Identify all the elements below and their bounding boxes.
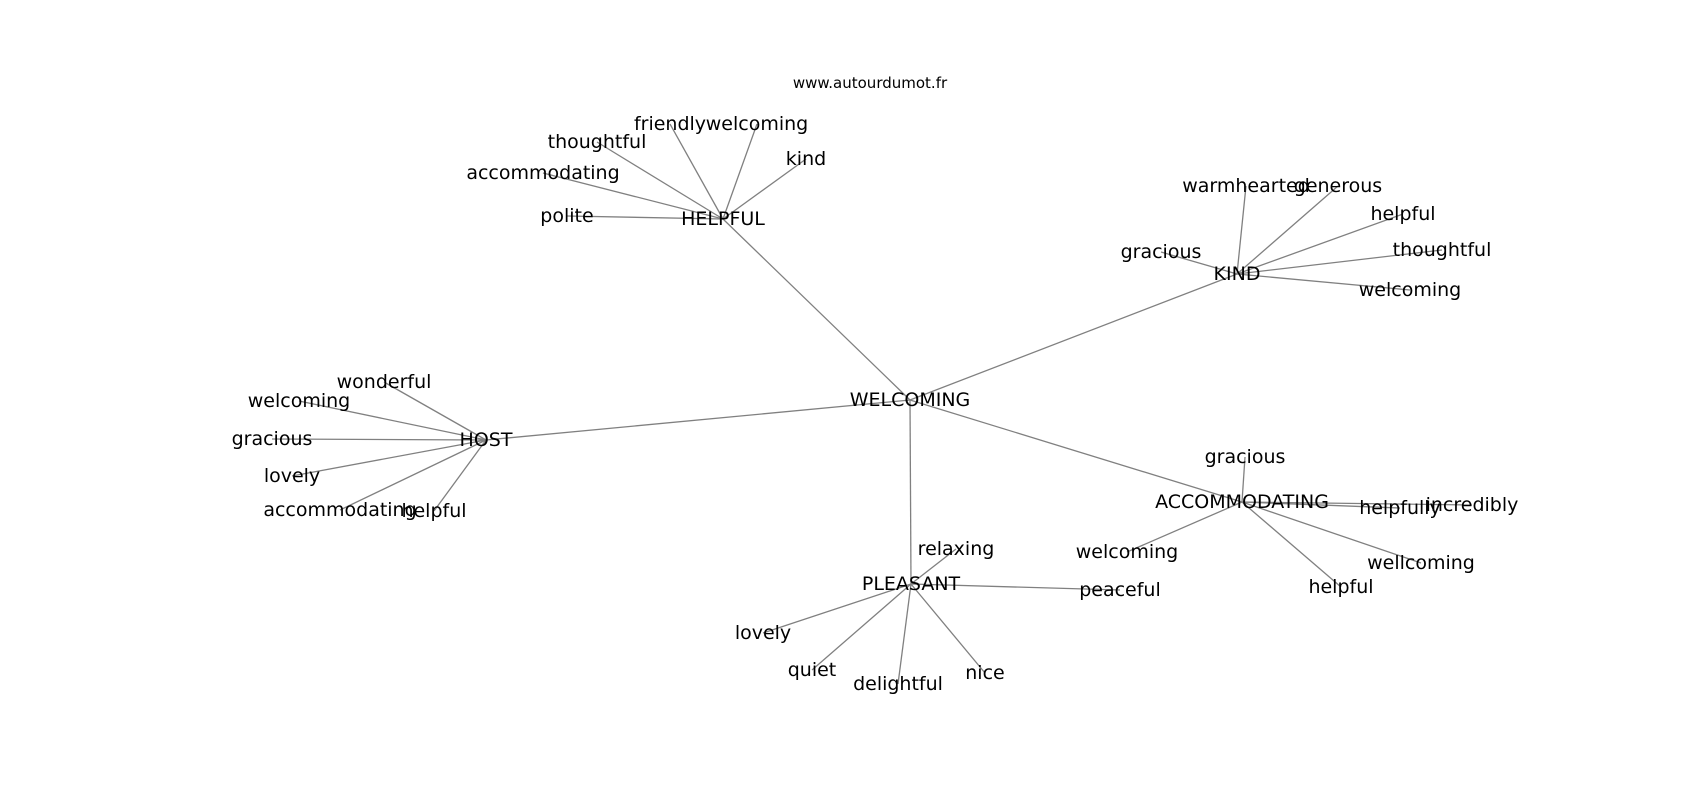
edge-helpful-to-welcoming	[722, 123, 758, 220]
edge-helpful-to-friendly	[669, 123, 724, 220]
edge-pleasant-to-lovely	[762, 583, 912, 634]
leaf-node-pleasant-relaxing: relaxing	[918, 538, 995, 560]
edge-root-to-accommodating	[909, 399, 1243, 503]
edge-host-to-accommodating	[339, 439, 487, 511]
leaf-node-pleasant-quiet: quiet	[788, 659, 837, 681]
watermark-text: www.autourdumot.fr	[793, 74, 948, 92]
cluster-node-accommodating: ACCOMMODATING	[1155, 491, 1329, 513]
leaf-node-helpful-accommodating: accommodating	[466, 162, 619, 184]
edge-host-to-helpful	[433, 439, 487, 512]
leaf-node-pleasant-delightful: delightful	[853, 673, 943, 695]
root-node-label: WELCOMING	[850, 389, 971, 411]
leaf-node-pleasant-nice: nice	[965, 662, 1004, 684]
graph-edges	[271, 123, 1473, 685]
edge-pleasant-to-quiet	[811, 583, 912, 671]
leaf-node-accommodating-helpful: helpful	[1308, 576, 1373, 598]
edge-accommodating-to-welcoming	[1126, 501, 1243, 553]
leaf-node-accommodating-gracious: gracious	[1205, 446, 1286, 468]
leaf-node-kind-helpful: helpful	[1370, 203, 1435, 225]
edge-accommodating-to-gracious	[1241, 456, 1246, 503]
leaf-node-helpful-polite: polite	[540, 205, 593, 227]
edge-kind-to-generous	[1236, 185, 1339, 275]
cluster-node-pleasant: PLEASANT	[862, 573, 961, 595]
edge-pleasant-to-nice	[910, 583, 986, 674]
leaf-node-kind-gracious: gracious	[1121, 241, 1202, 263]
leaf-node-kind-warmhearted: warmhearted	[1182, 175, 1310, 197]
edge-helpful-to-thoughtful	[596, 141, 724, 220]
leaf-node-accommodating-helpfully: helpfully	[1359, 497, 1441, 519]
edge-kind-to-gracious	[1160, 251, 1238, 275]
edge-accommodating-to-incredibly	[1241, 501, 1473, 506]
leaf-node-accommodating-welcoming: welcoming	[1076, 541, 1178, 563]
edge-host-to-lovely	[291, 439, 487, 477]
cluster-node-helpful: HELPFUL	[681, 208, 765, 230]
edge-accommodating-to-helpful	[1241, 501, 1342, 588]
leaf-node-host-accommodating: accommodating	[263, 499, 416, 521]
edge-pleasant-to-delightful	[897, 583, 912, 685]
cluster-node-kind: KIND	[1214, 263, 1261, 285]
edge-kind-to-welcoming	[1236, 273, 1411, 291]
leaf-node-helpful-thoughtful: thoughtful	[548, 131, 647, 153]
leaf-node-host-helpful: helpful	[401, 500, 466, 522]
edge-root-to-pleasant	[909, 399, 912, 585]
edge-kind-to-warmhearted	[1236, 185, 1247, 275]
leaf-node-host-wonderful: wonderful	[337, 371, 432, 393]
leaf-node-accommodating-wellcoming: wellcoming	[1367, 552, 1475, 574]
edge-helpful-to-polite	[566, 215, 724, 220]
leaf-node-host-welcoming: welcoming	[248, 390, 350, 412]
leaf-node-helpful-friendly: friendly	[634, 113, 706, 135]
cluster-node-host: HOST	[460, 429, 513, 451]
leaf-node-kind-welcoming: welcoming	[1359, 279, 1461, 301]
edge-pleasant-to-relaxing	[910, 548, 957, 585]
edge-accommodating-to-helpfully	[1241, 501, 1401, 509]
edge-root-to-host	[485, 399, 911, 441]
leaf-node-host-gracious: gracious	[232, 428, 313, 450]
leaf-node-host-lovely: lovely	[264, 465, 320, 487]
edge-helpful-to-accommodating	[542, 172, 724, 220]
edge-root-to-kind	[909, 273, 1238, 401]
edge-host-to-gracious	[271, 438, 487, 441]
leaf-node-kind-generous: generous	[1294, 175, 1382, 197]
leaf-node-helpful-kind: kind	[786, 148, 826, 170]
edge-helpful-to-kind	[722, 158, 807, 220]
leaf-node-pleasant-peaceful: peaceful	[1079, 579, 1161, 601]
leaf-node-helpful-welcoming: welcoming	[706, 113, 808, 135]
edge-accommodating-to-wellcoming	[1241, 501, 1422, 564]
edge-kind-to-thoughtful	[1236, 249, 1443, 275]
edge-kind-to-helpful	[1236, 213, 1404, 275]
leaf-node-accommodating-incredibly: incredibly	[1426, 494, 1519, 516]
edge-host-to-wonderful	[383, 381, 487, 441]
leaf-node-pleasant-lovely: lovely	[735, 622, 791, 644]
edge-host-to-welcoming	[298, 400, 487, 441]
leaf-node-kind-thoughtful: thoughtful	[1393, 239, 1492, 261]
edge-root-to-helpful	[722, 218, 911, 401]
edge-pleasant-to-peaceful	[910, 583, 1121, 591]
